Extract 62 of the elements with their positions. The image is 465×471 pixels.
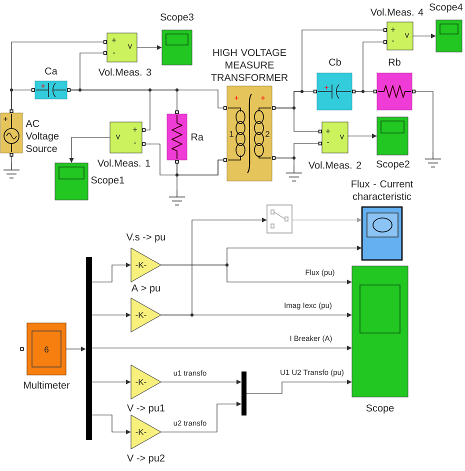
signal-arrow: [160, 264, 352, 284]
block-label: Vol.Meas. 4: [370, 8, 424, 16]
signal-arrow: [92, 312, 131, 318]
transformer: 1 2: [226, 86, 272, 182]
signal-arrow: [348, 134, 377, 138]
block-label: Flux - Current characteristic: [352, 180, 414, 200]
voltmeter-block: + v -: [110, 122, 142, 154]
block-label: Scope4: [430, 3, 463, 13]
block-label: V -> pu2: [127, 454, 165, 464]
gain-block: -K-: [130, 364, 162, 400]
signal-arrow: [136, 45, 162, 50]
voltmeter-block: + v -: [386, 22, 414, 50]
signal-arrow: [412, 34, 436, 38]
connection-line: [70, 90, 224, 108]
block-label: HIGH VOLTAGE MEASURE TRANSFORMER: [211, 48, 288, 82]
signal-arrow: [66, 346, 86, 352]
gain-block: -K-: [130, 298, 162, 332]
connection-line: [176, 160, 224, 176]
bus-bar: [86, 257, 92, 440]
block-label: Multimeter: [24, 381, 70, 389]
multimeter-block: 6: [26, 322, 66, 376]
block-label: AC Voltage Source: [26, 120, 59, 152]
switch-block: [266, 204, 292, 234]
block-label: Ra: [192, 134, 204, 140]
connection-line: [275, 108, 319, 132]
block-label: Scope: [366, 404, 394, 414]
gain-block: -K-: [130, 248, 162, 282]
signal-arrow: [160, 380, 242, 384]
ground-symbol: [3, 162, 20, 178]
block-label: A > pu: [131, 284, 160, 294]
signal-arrow: [160, 402, 242, 432]
signal-arrow: [92, 346, 352, 350]
connection-line: [415, 91, 434, 152]
signal-arrow: [92, 380, 131, 384]
block-label: Rb: [388, 58, 400, 66]
block-label: Cb: [329, 58, 341, 66]
block-label: Vol.Meas. 2: [308, 161, 362, 169]
block-label: V.s -> pu: [126, 234, 165, 242]
block-label: Scope3: [160, 13, 194, 23]
connection-line: [11, 42, 104, 110]
block-label: Scope2: [376, 160, 410, 170]
signal-arrow: [92, 414, 131, 434]
voltmeter-block: + v -: [106, 32, 138, 62]
signal-arrow: [292, 218, 362, 222]
voltmeter-block: + v -: [322, 122, 348, 154]
gain-block: -K-: [130, 414, 162, 450]
signal-arrow: [92, 262, 131, 282]
ground-symbol: [168, 190, 186, 206]
block-label: Scope1: [91, 176, 124, 186]
connection-line: [11, 156, 12, 164]
signal-arrow: [69, 137, 110, 163]
block-label: Ca: [45, 67, 58, 75]
bus-bar: [242, 372, 246, 416]
block-label: Vol.Meas. 1: [97, 159, 150, 167]
signal-arrow: [246, 380, 352, 394]
connection-line: [275, 158, 294, 166]
ground-symbol: [286, 166, 302, 182]
connection-line: [355, 91, 374, 92]
block-label: V -> pu1: [127, 404, 165, 414]
ground-symbol: [424, 152, 442, 168]
block-label: Vol.Meas. 3: [98, 68, 152, 76]
signal-arrow: [160, 312, 352, 318]
